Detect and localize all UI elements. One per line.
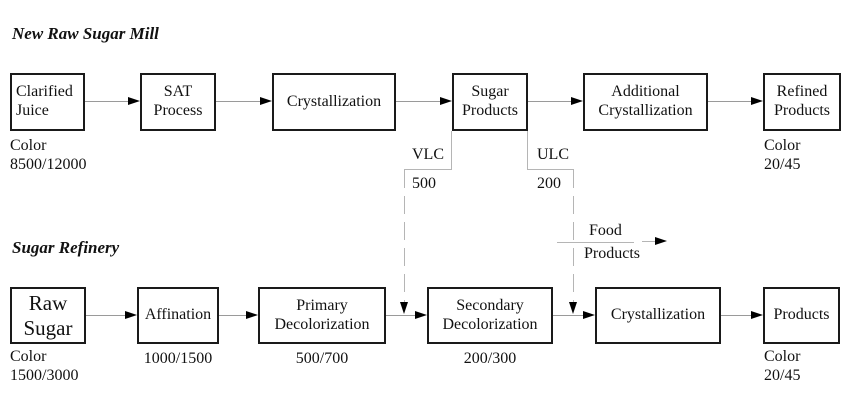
flow-connector bbox=[396, 101, 440, 102]
vlc-stream-label: VLC bbox=[412, 146, 444, 163]
color-label-refinery-output: Color 20/45 bbox=[764, 347, 800, 385]
process-box-sat-process: SAT Process bbox=[140, 73, 216, 131]
process-box-primary-decolorization: Primary Decolorization bbox=[258, 287, 386, 344]
stage-value-secondary: 200/300 bbox=[463, 350, 517, 367]
process-box-crystallization-mill: Crystallization bbox=[272, 73, 396, 131]
color-label-refinery-input: Color 1500/3000 bbox=[10, 347, 78, 385]
mill-section-title: New Raw Sugar Mill bbox=[12, 24, 159, 43]
arrow-right-icon bbox=[751, 311, 763, 319]
color-label-value: 1500/3000 bbox=[10, 367, 79, 384]
food-products-arrow-line bbox=[642, 241, 655, 242]
flow-connector bbox=[553, 315, 583, 316]
ulc-stream-drop-line bbox=[527, 131, 528, 169]
ulc-stream-label: ULC bbox=[537, 146, 569, 163]
process-box-affination: Affination bbox=[137, 287, 219, 344]
arrow-down-icon bbox=[400, 302, 408, 314]
process-box-clarified-juice: Clarified Juice bbox=[10, 73, 85, 131]
flow-connector bbox=[86, 315, 125, 316]
ulc-stream-value: 200 bbox=[537, 175, 561, 192]
vlc-stream-drop-line bbox=[451, 131, 452, 169]
flow-connector bbox=[216, 101, 260, 102]
food-products-branch-line bbox=[557, 242, 634, 243]
refinery-section-title: Sugar Refinery bbox=[12, 238, 120, 257]
arrow-down-icon bbox=[569, 302, 577, 314]
color-label-value: 20/45 bbox=[764, 367, 801, 384]
process-box-raw-sugar: Raw Sugar bbox=[10, 287, 86, 344]
color-label-value: 8500/12000 bbox=[10, 156, 87, 173]
arrow-right-icon bbox=[415, 311, 427, 319]
flow-connector bbox=[708, 101, 751, 102]
ulc-stream-jog-line bbox=[527, 169, 574, 170]
arrow-right-icon bbox=[440, 97, 452, 105]
color-label-word: Color bbox=[764, 137, 801, 154]
food-products-label-line1: Food bbox=[589, 222, 622, 239]
process-box-sugar-products: Sugar Products bbox=[452, 73, 528, 131]
arrow-right-icon bbox=[655, 237, 667, 245]
arrow-right-icon bbox=[125, 311, 137, 319]
arrow-right-icon bbox=[583, 311, 595, 319]
flow-connector bbox=[219, 315, 246, 316]
process-box-products: Products bbox=[763, 287, 840, 344]
flow-connector bbox=[85, 101, 128, 102]
ulc-stream-dashed-line bbox=[573, 170, 574, 302]
arrow-right-icon bbox=[260, 97, 272, 105]
color-label-word: Color bbox=[764, 348, 801, 365]
food-products-label-line2: Products bbox=[584, 245, 640, 262]
arrow-right-icon bbox=[246, 311, 258, 319]
color-label-word: Color bbox=[10, 137, 47, 154]
stage-value-affination: 1000/1500 bbox=[143, 350, 213, 367]
process-box-refined-products: Refined Products bbox=[763, 73, 841, 131]
flow-connector bbox=[528, 101, 571, 102]
vlc-stream-jog-line bbox=[404, 169, 452, 170]
flow-connector bbox=[721, 315, 751, 316]
color-label-value: 20/45 bbox=[764, 156, 801, 173]
arrow-right-icon bbox=[128, 97, 140, 105]
process-box-crystallization-refinery: Crystallization bbox=[595, 287, 721, 344]
process-box-secondary-decolorization: Secondary Decolorization bbox=[427, 287, 553, 344]
color-label-mill-input: Color 8500/12000 bbox=[10, 136, 86, 174]
arrow-right-icon bbox=[751, 97, 763, 105]
process-box-additional-crystallization: Additional Crystallization bbox=[583, 73, 708, 131]
stage-value-primary: 500/700 bbox=[295, 350, 349, 367]
arrow-right-icon bbox=[571, 97, 583, 105]
color-label-mill-output: Color 20/45 bbox=[764, 136, 800, 174]
vlc-stream-value: 500 bbox=[412, 175, 436, 192]
color-label-word: Color bbox=[10, 348, 47, 365]
vlc-stream-dashed-line bbox=[404, 170, 405, 302]
flow-connector bbox=[386, 315, 415, 316]
